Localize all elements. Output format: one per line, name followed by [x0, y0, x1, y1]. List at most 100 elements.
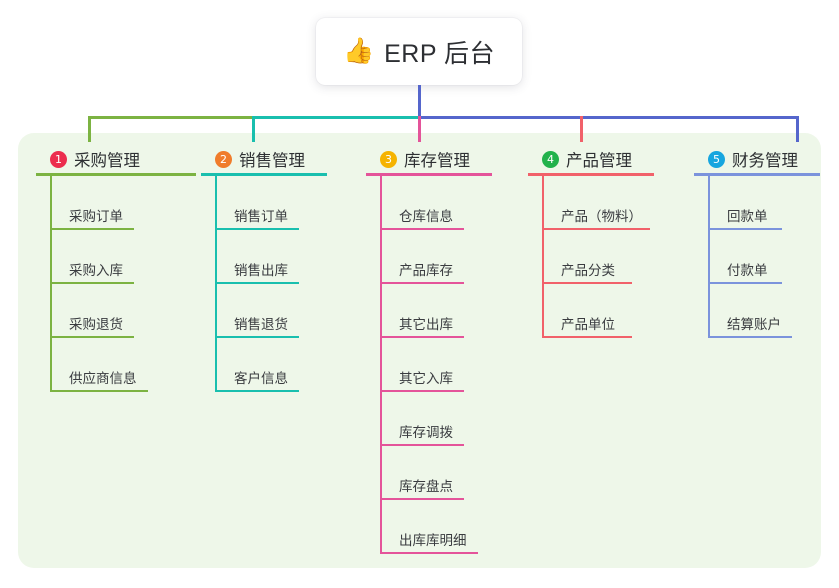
- branch-item[interactable]: 结算账户: [708, 284, 820, 338]
- branch-item-rule: [382, 336, 464, 338]
- branch-item[interactable]: 付款单: [708, 230, 820, 284]
- branch-header-4[interactable]: 4 产品管理: [528, 142, 654, 176]
- branch-spine: [708, 176, 710, 338]
- branch-item-rule: [544, 336, 632, 338]
- branch-item-rule: [52, 282, 134, 284]
- branch-items-3: 仓库信息产品库存其它出库其它入库库存调拨库存盘点出库库明细: [366, 176, 492, 554]
- branch-item[interactable]: 产品分类: [542, 230, 654, 284]
- branch-item-rule: [217, 336, 299, 338]
- branch-number-badge: 2: [215, 150, 232, 168]
- branch-header-rule: [36, 173, 196, 176]
- root-stem: [418, 85, 421, 119]
- branch-number-badge: 3: [380, 150, 397, 168]
- diagram-panel: [18, 133, 821, 568]
- branch-title: 销售管理: [239, 152, 305, 170]
- branch-item-label: 库存调拨: [399, 424, 453, 440]
- branch-item-label: 客户信息: [234, 370, 288, 386]
- branch-item-rule: [544, 228, 650, 230]
- branch-item[interactable]: 出库库明细: [380, 500, 492, 554]
- branch-item-rule: [382, 498, 464, 500]
- branch-item[interactable]: 产品库存: [380, 230, 492, 284]
- branch-spine: [215, 176, 217, 392]
- branch-item[interactable]: 客户信息: [215, 338, 327, 392]
- branch-item[interactable]: 库存盘点: [380, 446, 492, 500]
- branch-header-rule: [694, 173, 820, 176]
- branch-item[interactable]: 产品（物料）: [542, 176, 654, 230]
- branch-item-rule: [217, 282, 299, 284]
- branch-item-label: 回款单: [727, 208, 768, 224]
- branch-stem-1: [88, 116, 91, 142]
- branch-header-5[interactable]: 5 财务管理: [694, 142, 820, 176]
- branch-item-rule: [382, 552, 478, 554]
- branch-stem-3: [418, 116, 421, 142]
- branch-item-rule: [52, 228, 134, 230]
- branch-item-rule: [382, 390, 464, 392]
- branch-item-rule: [52, 390, 148, 392]
- branch-item-label: 产品分类: [561, 262, 615, 278]
- bus-segment-1: [88, 116, 254, 119]
- branch-item-label: 付款单: [727, 262, 768, 278]
- branch-item-label: 库存盘点: [399, 478, 453, 494]
- branch-header-rule: [366, 173, 492, 176]
- branch-item-rule: [710, 336, 792, 338]
- branch-item-label: 产品库存: [399, 262, 453, 278]
- branch-item-rule: [217, 228, 299, 230]
- branch-item-rule: [52, 336, 134, 338]
- branch-item-label: 仓库信息: [399, 208, 453, 224]
- branch-item-rule: [382, 282, 464, 284]
- branch-item-label: 供应商信息: [69, 370, 137, 386]
- branch-item[interactable]: 采购退货: [50, 284, 196, 338]
- branch-number-badge: 4: [542, 150, 559, 168]
- branch-spine: [542, 176, 544, 338]
- branch-stem-2: [252, 116, 255, 142]
- branch-item[interactable]: 采购订单: [50, 176, 196, 230]
- branch-item-label: 销售订单: [234, 208, 288, 224]
- root-node-erp-backend[interactable]: 👍 ERP 后台: [316, 18, 522, 85]
- branch-item[interactable]: 回款单: [708, 176, 820, 230]
- branch-item[interactable]: 销售退货: [215, 284, 327, 338]
- root-node-title: ERP 后台: [384, 39, 496, 68]
- branch-item[interactable]: 产品单位: [542, 284, 654, 338]
- branch-title: 财务管理: [732, 152, 798, 170]
- branch-item[interactable]: 其它出库: [380, 284, 492, 338]
- branch-title: 采购管理: [74, 152, 140, 170]
- branch-column-4: 4 产品管理产品（物料） 产品分类产品单位: [528, 142, 654, 338]
- branch-item[interactable]: 供应商信息: [50, 338, 196, 392]
- bus-segment-2: [253, 116, 419, 119]
- branch-items-2: 销售订单销售出库销售退货客户信息: [201, 176, 327, 392]
- branch-item[interactable]: 其它入库: [380, 338, 492, 392]
- branch-item-label: 出库库明细: [399, 532, 467, 548]
- branch-items-5: 回款单付款单结算账户: [694, 176, 820, 338]
- branch-item-rule: [382, 444, 464, 446]
- branch-item-rule: [710, 228, 782, 230]
- branch-items-4: 产品（物料） 产品分类产品单位: [528, 176, 654, 338]
- branch-item-label: 采购入库: [69, 262, 123, 278]
- branch-column-5: 5 财务管理回款单付款单结算账户: [694, 142, 820, 338]
- branch-header-rule: [528, 173, 654, 176]
- branch-header-2[interactable]: 2 销售管理: [201, 142, 327, 176]
- branch-item[interactable]: 库存调拨: [380, 392, 492, 446]
- branch-item[interactable]: 销售订单: [215, 176, 327, 230]
- branch-items-1: 采购订单采购入库采购退货供应商信息: [36, 176, 196, 392]
- branch-item-label: 销售出库: [234, 262, 288, 278]
- branch-stem-4: [580, 116, 583, 142]
- branch-title: 产品管理: [566, 152, 632, 170]
- branch-item[interactable]: 仓库信息: [380, 176, 492, 230]
- branch-spine: [380, 176, 382, 554]
- branch-item[interactable]: 采购入库: [50, 230, 196, 284]
- branch-item-label: 其它入库: [399, 370, 453, 386]
- branch-spine: [50, 176, 52, 392]
- branch-item-label: 其它出库: [399, 316, 453, 332]
- branch-stem-5: [796, 116, 799, 142]
- branch-item-label: 销售退货: [234, 316, 288, 332]
- branch-item-rule: [382, 228, 464, 230]
- branch-header-rule: [201, 173, 327, 176]
- branch-item-rule: [710, 282, 782, 284]
- branch-item[interactable]: 销售出库: [215, 230, 327, 284]
- branch-number-badge: 5: [708, 150, 725, 168]
